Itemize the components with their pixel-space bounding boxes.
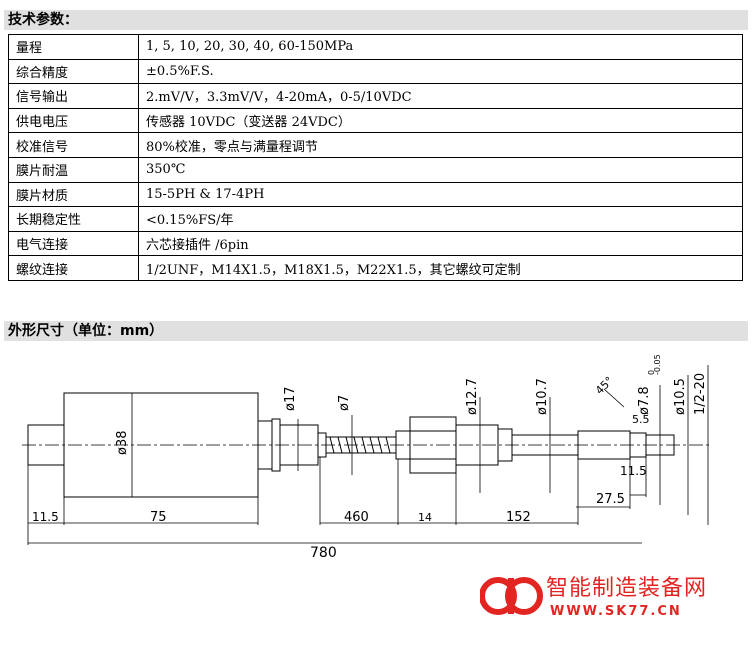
dim-thread: 1/2-20 bbox=[693, 373, 708, 415]
dim-d10-5: ø10.5 bbox=[673, 378, 688, 415]
dim-152: 152 bbox=[506, 510, 531, 525]
spec-row: 供电电压传感器 10VDC（变送器 24VDC） bbox=[8, 107, 743, 134]
dim-d7: ø7 bbox=[337, 395, 352, 411]
dim-14: 14 bbox=[418, 511, 432, 524]
dimensions-heading: 外形尺寸（单位：mm） bbox=[4, 321, 748, 341]
spec-label: 膜片耐温 bbox=[8, 156, 139, 183]
spec-value: 80%校准，零点与满量程调节 bbox=[138, 132, 743, 158]
spec-value: 1/2UNF，M14X1.5，M18X1.5，M22X1.5，其它螺纹可定制 bbox=[138, 255, 743, 281]
spec-value: 1, 5, 10, 20, 30, 40, 60-150MPa bbox=[138, 34, 743, 60]
dim-d17: ø17 bbox=[283, 387, 298, 412]
spec-value: 传感器 10VDC（变送器 24VDC） bbox=[138, 107, 743, 134]
brand-name: 智能制造装备网 bbox=[546, 576, 708, 601]
dim-11-5-left: 11.5 bbox=[32, 510, 59, 524]
spec-label: 校准信号 bbox=[8, 132, 139, 158]
dimension-drawing: ø38 ø17 ø7 ø12.7 ø10.7 ø7.8 -0.05 0 ø10.… bbox=[22, 354, 712, 561]
spec-value: ±0.5%F.S. bbox=[138, 58, 743, 85]
dim-5-5: 5.5 bbox=[632, 413, 650, 426]
spec-row: 长期稳定性<0.15%FS/年 bbox=[8, 206, 743, 232]
spec-label: 螺纹连接 bbox=[8, 255, 139, 281]
spec-row: 综合精度±0.5%F.S. bbox=[8, 58, 743, 85]
spec-value: <0.15%FS/年 bbox=[138, 206, 743, 232]
dim-d7-8: ø7.8 bbox=[637, 386, 652, 415]
dim-780: 780 bbox=[310, 545, 337, 561]
brand-url: WWW.SK77.CN bbox=[550, 604, 682, 619]
spec-label: 膜片材质 bbox=[8, 181, 139, 208]
dim-75: 75 bbox=[150, 510, 167, 525]
dim-d38: ø38 bbox=[115, 431, 130, 456]
dim-460: 460 bbox=[344, 510, 369, 525]
sk-logo-icon bbox=[480, 577, 543, 615]
dim-27-5: 27.5 bbox=[596, 492, 625, 507]
spec-value: 2.mV/V，3.3mV/V，4-20mA，0-5/10VDC bbox=[138, 83, 743, 109]
dim-d7-8-tol-top: 0 bbox=[647, 370, 656, 375]
dim-d12-7: ø12.7 bbox=[465, 378, 480, 415]
dim-11-5-tip: 11.5 bbox=[620, 464, 647, 478]
spec-row: 电气连接六芯接插件 /6pin bbox=[8, 230, 743, 257]
spec-label: 量程 bbox=[8, 34, 139, 60]
spec-label: 信号输出 bbox=[8, 83, 139, 109]
spec-label: 长期稳定性 bbox=[8, 206, 139, 232]
spec-value: 六芯接插件 /6pin bbox=[138, 230, 743, 257]
watermark-logo: 智能制造装备网 WWW.SK77.CN bbox=[480, 568, 740, 628]
dim-angle: 45° bbox=[593, 374, 616, 397]
spec-label: 电气连接 bbox=[8, 230, 139, 257]
spec-label: 供电电压 bbox=[8, 107, 139, 134]
dim-d10-7: ø10.7 bbox=[535, 378, 550, 415]
spec-label: 综合精度 bbox=[8, 58, 139, 85]
spec-value: 15-5PH & 17-4PH bbox=[138, 181, 743, 208]
dim-d7-8-tol: -0.05 bbox=[653, 354, 662, 375]
spec-value: 350℃ bbox=[138, 156, 743, 183]
specs-heading: 技术参数： bbox=[4, 10, 748, 30]
